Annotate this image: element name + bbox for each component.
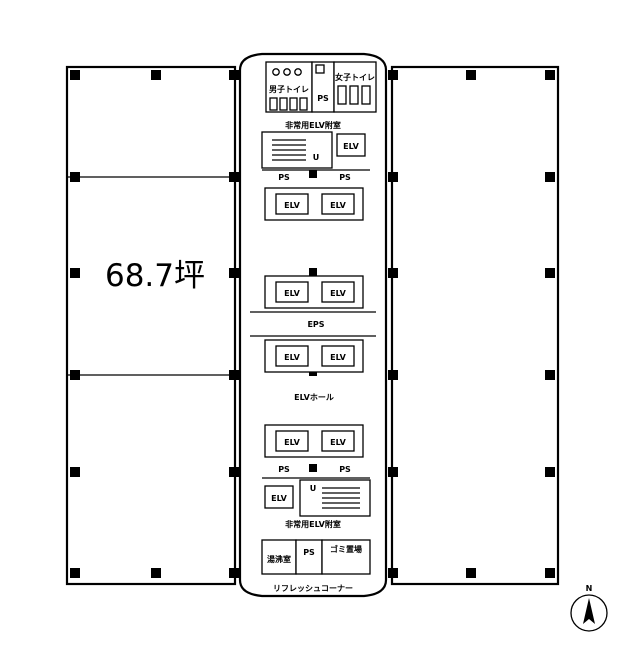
column [229, 370, 239, 380]
column [545, 172, 555, 182]
elevator [275, 430, 309, 452]
ps-label: PS [303, 548, 315, 557]
ps-label: PS [339, 173, 351, 182]
column [229, 568, 239, 578]
compass-icon [570, 594, 608, 632]
central-core: 男子トイレ PS 女子トイレ 非常用ELV附室 U ELV PS PS [238, 52, 388, 598]
elv-label: ELV [271, 494, 287, 503]
elevator [321, 345, 355, 367]
elv-label: ELV [284, 201, 300, 210]
column [229, 268, 239, 278]
column [70, 268, 80, 278]
right-office-wing [390, 65, 560, 586]
refresh-corner-label: リフレッシュコーナー [273, 584, 353, 593]
ps-label: PS [339, 465, 351, 474]
garbage-room-label: ゴミ置場 [330, 544, 362, 554]
svg-text:U: U [310, 484, 317, 493]
emergency-elevator-top [336, 133, 366, 157]
column [388, 172, 398, 182]
column [466, 568, 476, 578]
column [388, 268, 398, 278]
column [70, 172, 80, 182]
kitchenette-room [261, 539, 297, 575]
column [545, 568, 555, 578]
north-label: N [586, 584, 593, 593]
ps-label: PS [278, 465, 290, 474]
column [229, 172, 239, 182]
mens-toilet-label: 男子トイレ [269, 85, 309, 94]
elv-label: ELV [284, 289, 300, 298]
column [229, 467, 239, 477]
elevator [321, 281, 355, 303]
column [309, 464, 317, 472]
eps-label: EPS [307, 320, 324, 329]
column [388, 568, 398, 578]
column [70, 370, 80, 380]
emergency-elv-lobby-label-top: 非常用ELV附室 [285, 120, 341, 130]
column [309, 268, 317, 276]
structural-columns [70, 70, 555, 578]
garbage-room [321, 539, 371, 575]
elv-hall-label: ELVホール [294, 393, 334, 402]
kitchenette-label: 湯沸室 [267, 554, 291, 564]
ps-label: PS [278, 173, 290, 182]
elevator [321, 193, 355, 215]
elv-label: ELV [330, 438, 346, 447]
ps-label: PS [317, 94, 329, 103]
column [70, 568, 80, 578]
column [388, 370, 398, 380]
ps-room-bottom [295, 539, 323, 575]
column [70, 467, 80, 477]
column [545, 370, 555, 380]
column [388, 70, 398, 80]
elv-label: ELV [284, 353, 300, 362]
column [151, 568, 161, 578]
column [229, 70, 239, 80]
svg-text:U: U [313, 153, 320, 162]
womens-toilet-label: 女子トイレ [335, 72, 375, 82]
elevator [275, 193, 309, 215]
column [545, 268, 555, 278]
emergency-elv-lobby-label-bottom: 非常用ELV附室 [285, 519, 341, 529]
north-arrow: N [570, 584, 608, 632]
emergency-elevator-bottom [264, 485, 294, 509]
elv-label: ELV [330, 353, 346, 362]
column [545, 467, 555, 477]
column [70, 70, 80, 80]
elv-label: ELV [330, 289, 346, 298]
left-office-wing: 68.7坪 [65, 65, 237, 586]
elevator [275, 281, 309, 303]
elv-label: ELV [343, 142, 359, 151]
elevator [321, 430, 355, 452]
column [466, 70, 476, 80]
column [309, 170, 317, 178]
column [151, 70, 161, 80]
column [545, 70, 555, 80]
rental-area-label: 68.7坪 [105, 258, 205, 294]
elv-label: ELV [330, 201, 346, 210]
column [388, 467, 398, 477]
elevator [275, 345, 309, 367]
elv-label: ELV [284, 438, 300, 447]
